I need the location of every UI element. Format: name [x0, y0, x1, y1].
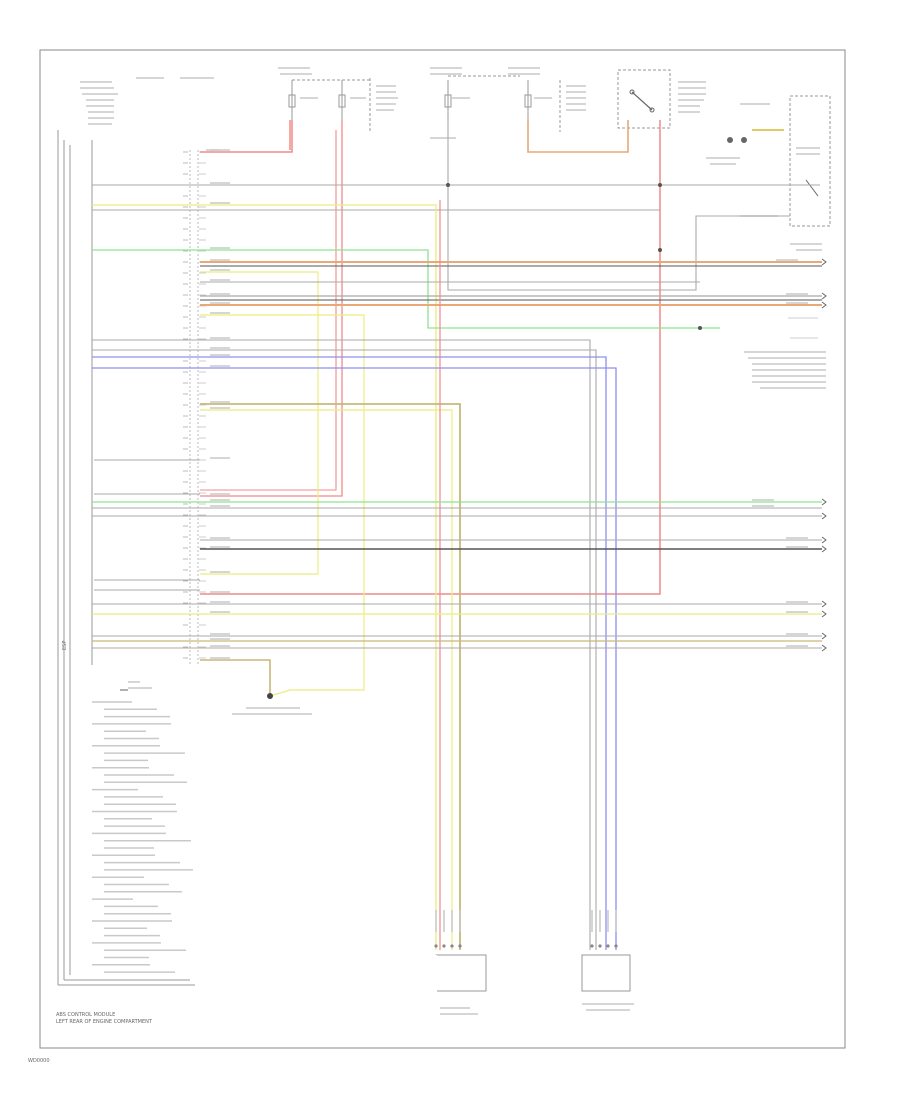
- yaw-sensor: [435, 954, 487, 1015]
- wire-tan-ground: [200, 659, 271, 696]
- wires: [92, 120, 822, 950]
- terminal-arrow: [821, 545, 827, 553]
- fuse-block-3: [508, 67, 586, 132]
- terminal-arrow: [821, 292, 827, 300]
- terminal-arrow: [821, 512, 827, 520]
- left-block-label: ESP: [62, 641, 68, 650]
- module-caption-line2: LEFT REAR OF ENGINE COMPARTMENT: [56, 1019, 153, 1025]
- sensor-pin: [450, 944, 454, 948]
- pin-ticks: [183, 151, 206, 659]
- right-terminals: [434, 258, 827, 948]
- splice-dot: [658, 183, 662, 187]
- wire-red-run: [200, 120, 343, 497]
- splice-dot: [658, 248, 662, 252]
- sensor-pin: [590, 944, 594, 948]
- footer-code: WD0000: [28, 1058, 50, 1064]
- top-left-text: [80, 77, 214, 125]
- terminal-arrow: [821, 536, 827, 544]
- sensor-pin: [606, 944, 610, 948]
- wire-yellow-ground: [200, 314, 365, 697]
- brake-booster-sensor: [581, 954, 634, 1011]
- sensor-pin: [598, 944, 602, 948]
- fuse-block-1: [278, 67, 398, 132]
- diagnostic-connector: [706, 95, 831, 227]
- wire-blue-booster2: [92, 367, 617, 950]
- terminal-arrow: [821, 498, 827, 506]
- wire-blue-booster: [92, 356, 607, 950]
- wire-yellow-loop: [200, 271, 319, 575]
- ground-g301: [232, 693, 312, 715]
- sensor-pin: [442, 944, 446, 948]
- wire-gray-diag: [447, 120, 790, 291]
- connector-pins: [189, 150, 199, 665]
- wire-red-brake-light: [200, 120, 661, 595]
- terminal-arrow: [821, 610, 827, 618]
- wire-orange-supply: [527, 120, 629, 153]
- brake-light-switch: [617, 69, 706, 129]
- fuse-block-2: [430, 67, 520, 139]
- terminal-arrow: [821, 600, 827, 608]
- sensor-pin: [434, 944, 438, 948]
- wire-red-supply: [200, 120, 293, 153]
- wire-red-run-b: [200, 130, 337, 491]
- page-frame: [39, 49, 846, 1049]
- terminal-arrow: [821, 301, 827, 309]
- terminal-arrow: [821, 644, 827, 652]
- splice-dot: [698, 326, 702, 330]
- splice-dot: [446, 183, 450, 187]
- sensor-pin: [458, 944, 462, 948]
- sensor-pin: [614, 944, 618, 948]
- wire-gray-booster2: [92, 349, 597, 950]
- wire-gray-booster: [92, 339, 591, 950]
- pin-legend-list: [92, 701, 193, 973]
- terminal-arrow: [821, 258, 827, 266]
- wire-yellow-yaw2: [200, 409, 453, 950]
- terminal-arrow: [821, 632, 827, 640]
- right-labels: [744, 243, 826, 389]
- abs-module: ESP: [57, 130, 195, 986]
- wire-yellow-yaw: [92, 204, 437, 950]
- wire-green-dsc: [92, 249, 720, 329]
- module-caption-line1: ABS CONTROL MODULE: [56, 1012, 115, 1018]
- module-ground: [120, 681, 152, 691]
- wire-tan-yaw: [200, 403, 461, 950]
